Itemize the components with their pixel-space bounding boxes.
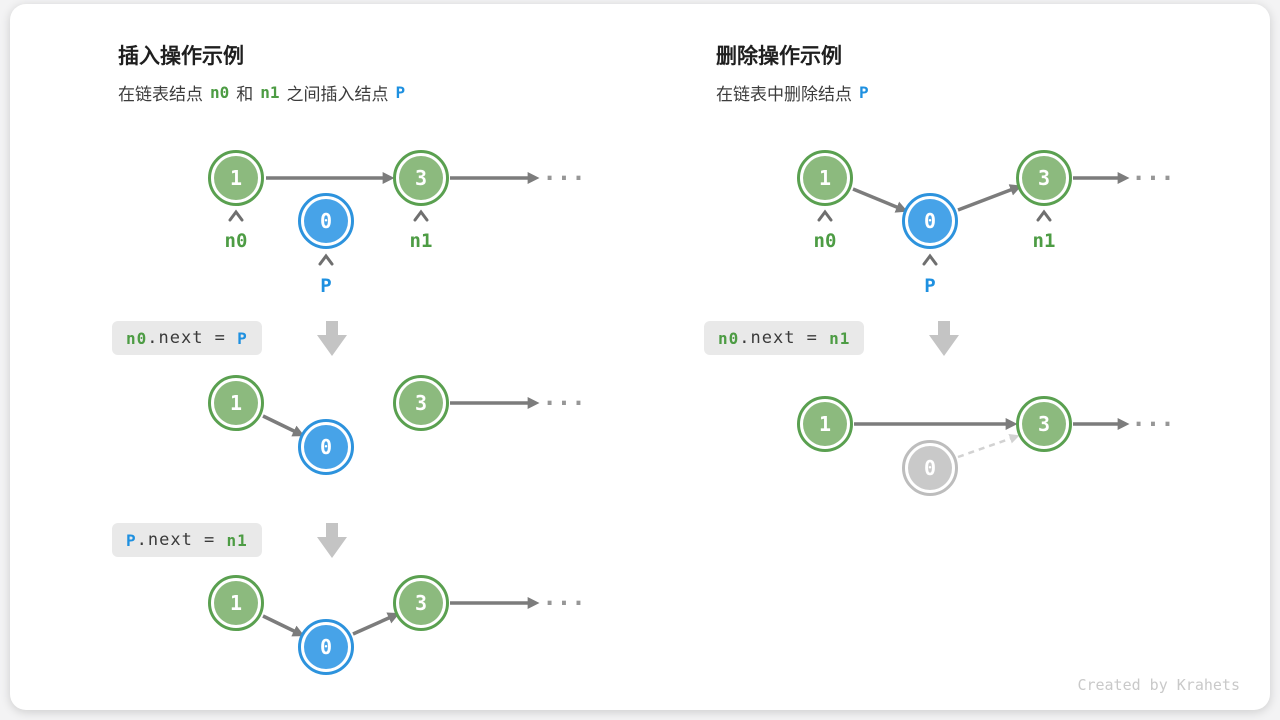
node-value: 0: [304, 625, 348, 669]
arrow-n0-to-p: [262, 614, 305, 637]
node-value: 0: [304, 425, 348, 469]
node-n1: 3: [1016, 150, 1072, 206]
caret-n1: [413, 209, 429, 222]
credit-text: Created by Krahets: [1077, 676, 1240, 694]
node-n0: 1: [797, 150, 853, 206]
caret-p: [318, 253, 334, 266]
caret-n0: [228, 209, 244, 222]
node-value: 3: [399, 381, 443, 425]
subtitle-text: 在链表结点: [118, 85, 203, 104]
subtitle-text: 之间插入结点: [286, 85, 389, 104]
node-p-removed: 0: [902, 440, 958, 496]
code-token-n0: n0: [718, 328, 740, 348]
code-token-n1: n1: [829, 328, 851, 348]
ellipsis: ...: [1131, 158, 1175, 186]
pointer-label-n0: n0: [224, 230, 248, 252]
step-down-arrow: [317, 321, 347, 356]
token-p: P: [395, 83, 406, 102]
arrow-p-to-n1: [957, 184, 1022, 212]
node-n1: 3: [1016, 396, 1072, 452]
code-token: .next =: [739, 328, 830, 348]
node-value: 0: [304, 199, 348, 243]
step-down-arrow: [317, 523, 347, 558]
caret-n1: [1036, 209, 1052, 222]
code-token-n0: n0: [126, 328, 148, 348]
node-n1: 3: [393, 375, 449, 431]
node-p: 0: [298, 619, 354, 675]
node-value: 3: [399, 581, 443, 625]
node-n0: 1: [208, 375, 264, 431]
node-value: 1: [214, 381, 258, 425]
ellipsis: ...: [542, 383, 586, 411]
caret-p: [922, 253, 938, 266]
delete-title: 删除操作示例: [716, 45, 842, 68]
insert-title: 插入操作示例: [118, 45, 244, 68]
code-chip-delete-step: n0.next = n1: [704, 321, 865, 355]
node-value: 0: [908, 446, 952, 490]
node-value: 3: [1022, 156, 1066, 200]
arrow-n0-to-p: [852, 187, 908, 213]
node-p: 0: [902, 193, 958, 249]
pointer-label-p: P: [924, 275, 936, 297]
node-value: 1: [214, 156, 258, 200]
node-value: 0: [908, 199, 952, 243]
node-p: 0: [298, 419, 354, 475]
token-n1: n1: [260, 83, 280, 102]
code-chip-step2: P.next = n1: [112, 523, 262, 557]
token-p: P: [859, 83, 869, 102]
caret-n0: [817, 209, 833, 222]
pointer-label-n0: n0: [813, 230, 837, 252]
code-token: .next =: [147, 328, 238, 348]
subtitle-text: 和: [236, 85, 254, 104]
arrow-n0-to-p: [262, 414, 305, 437]
code-token: .next =: [136, 530, 227, 550]
pointer-label-n1: n1: [409, 230, 433, 252]
node-n0: 1: [208, 150, 264, 206]
node-value: 1: [214, 581, 258, 625]
code-chip-step1: n0.next = P: [112, 321, 262, 355]
code-token-n1: n1: [226, 530, 248, 550]
pointer-label-p: P: [320, 275, 332, 297]
delete-subtitle: 在链表中删除结点 P: [716, 80, 876, 105]
node-value: 1: [803, 402, 847, 446]
pointer-label-n1: n1: [1032, 230, 1056, 252]
token-n0: n0: [210, 83, 230, 102]
step-down-arrow: [929, 321, 959, 356]
node-n0: 1: [208, 575, 264, 631]
subtitle-text: 在链表中删除结点: [716, 85, 852, 104]
ellipsis: ...: [1131, 404, 1175, 432]
node-n1: 3: [393, 150, 449, 206]
node-n1: 3: [393, 575, 449, 631]
ellipsis: ...: [542, 158, 586, 186]
node-value: 1: [803, 156, 847, 200]
node-p: 0: [298, 193, 354, 249]
arrow-removed-dashed: [957, 433, 1020, 459]
arrow-p-to-n1: [352, 612, 400, 636]
node-n0: 1: [797, 396, 853, 452]
ellipsis: ...: [542, 583, 586, 611]
node-value: 3: [399, 156, 443, 200]
insert-subtitle: 在链表结点 n0 和 n1 之间插入结点 P: [118, 80, 412, 105]
code-token-p: P: [237, 328, 248, 348]
code-token-p: P: [126, 530, 137, 550]
node-value: 3: [1022, 402, 1066, 446]
